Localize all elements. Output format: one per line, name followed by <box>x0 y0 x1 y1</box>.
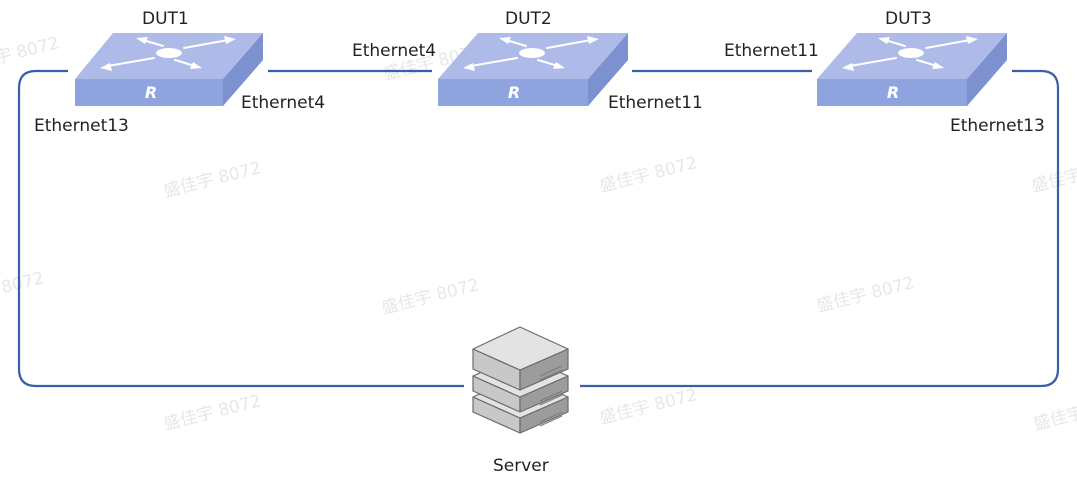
port-label-dut1-right: Ethernet4 <box>241 93 326 113</box>
port-label-dut3-left: Ethernet11 <box>724 41 819 61</box>
link-dut1-server <box>17 69 464 388</box>
switch-dut3: R <box>817 33 1007 106</box>
router-badge: R <box>887 83 899 102</box>
router-badge: R <box>508 83 520 102</box>
port-label-dut2-left: Ethernet4 <box>352 41 437 61</box>
switch-arrows-icon <box>463 36 599 71</box>
link-dut3-server <box>580 69 1060 388</box>
router-badge: R <box>145 83 157 102</box>
device-label-dut1: DUT1 <box>142 9 189 29</box>
device-label-dut2: DUT2 <box>505 9 552 29</box>
switch-dut2: R <box>438 33 628 106</box>
switch-dut1: R <box>75 33 263 106</box>
port-label-dut1-left: Ethernet13 <box>34 116 129 136</box>
switch-arrows-icon <box>842 36 978 71</box>
device-label-server: Server <box>493 456 549 476</box>
port-label-dut2-right: Ethernet11 <box>608 93 703 113</box>
switch-arrows-icon <box>100 36 236 71</box>
server-icon <box>472 326 569 434</box>
port-label-dut3-right: Ethernet13 <box>950 116 1045 136</box>
device-label-dut3: DUT3 <box>885 9 932 29</box>
